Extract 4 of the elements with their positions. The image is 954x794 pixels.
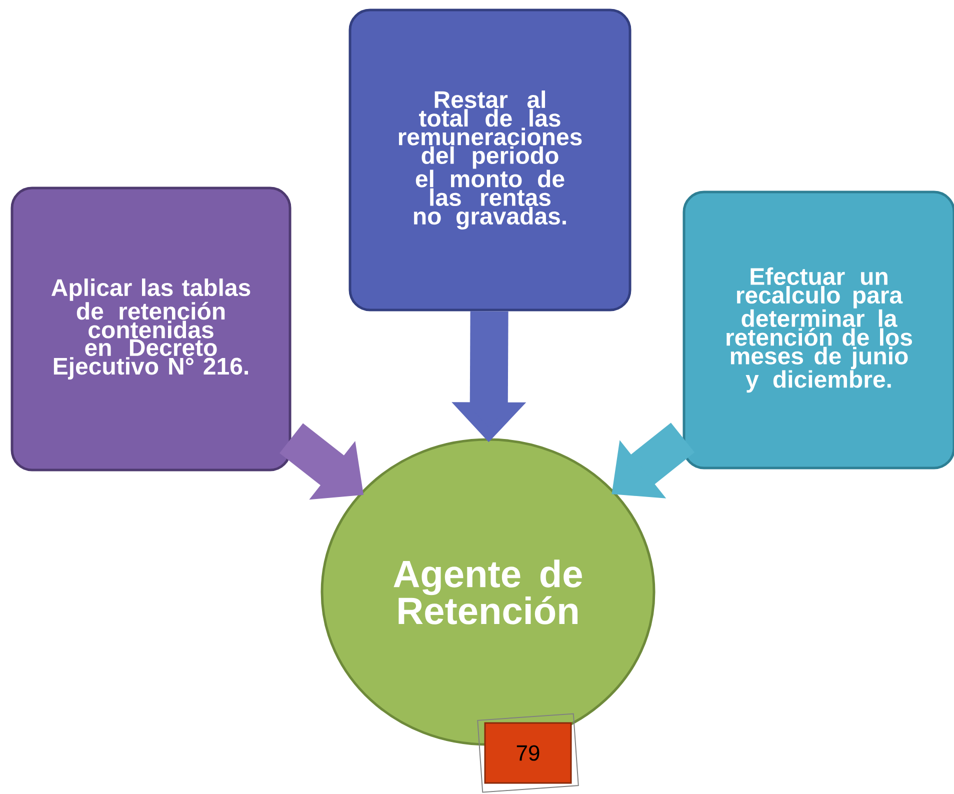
process-box: Efectuar un recalculo para determinar la retención de los meses de junio y diciembre. (682, 190, 954, 470)
process-box: Restar al total de las remuneraciones del periodo el monto de las rentas no gravadas. (348, 8, 632, 312)
page-number-box: 79 (477, 713, 579, 793)
process-box: Aplicar las tablas de retención contenidas en Decreto Ejecutivo N° 216. (10, 186, 292, 472)
